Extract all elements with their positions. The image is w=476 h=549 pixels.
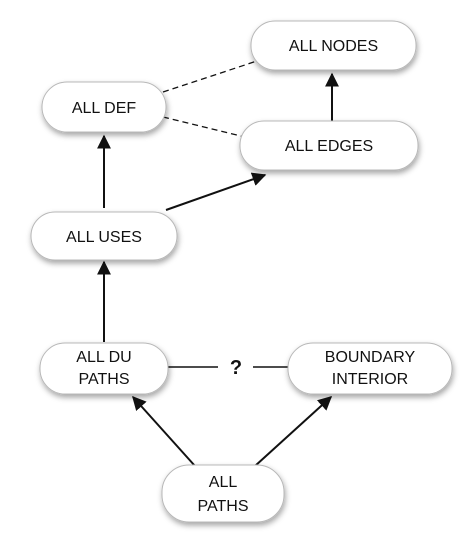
question-mark: ? (230, 357, 242, 379)
node-label: ALL DEF (72, 100, 137, 117)
dashed-edge-def-nodes (162, 59, 261, 93)
node-boundary-interior: BOUNDARY INTERIOR (287, 342, 453, 395)
node-all-du-paths: ALL DU PATHS (39, 342, 169, 395)
node-all-uses: ALL USES (30, 211, 178, 261)
node-label-line-2: PATHS (198, 498, 249, 515)
node-all-edges: ALL EDGES (239, 120, 419, 171)
edges (97, 59, 339, 467)
node-all-paths: ALL PATHS (161, 464, 285, 523)
dashed-edge-def-edges (162, 116, 246, 138)
node-label-line-1: ALL (209, 474, 238, 491)
node-label-line-2: PATHS (79, 371, 130, 388)
node-label-line-2: INTERIOR (332, 371, 408, 388)
node-label: ALL NODES (289, 38, 378, 55)
node-all-nodes: ALL NODES (250, 20, 417, 71)
node-all-def: ALL DEF (41, 81, 167, 133)
node-label-line-1: ALL DU (76, 349, 131, 366)
arrow-uses-to-edges (165, 172, 267, 211)
arrow-paths-to-boundary (254, 396, 333, 467)
arrow-paths-to-du (132, 395, 196, 467)
node-label: ALL EDGES (285, 138, 373, 155)
node-label-line-1: BOUNDARY (325, 349, 416, 366)
node-label: ALL USES (66, 229, 142, 246)
